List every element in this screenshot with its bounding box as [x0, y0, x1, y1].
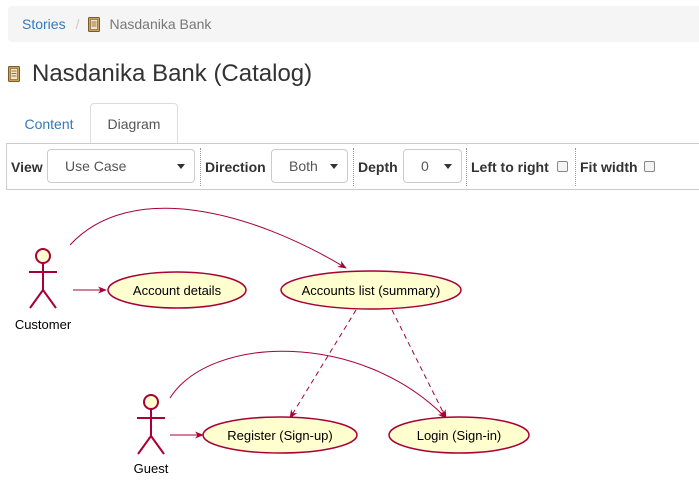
link-accounts-register: [289, 309, 357, 419]
tab-diagram[interactable]: Diagram: [90, 103, 178, 144]
depth-label: Depth: [358, 159, 398, 175]
breadcrumb-current-label: Nasdanika Bank: [109, 16, 212, 32]
actor-customer[interactable]: Customer: [15, 248, 72, 332]
tab-bar: Content Diagram: [8, 103, 699, 144]
depth-select-value: 0: [421, 158, 429, 174]
depth-select[interactable]: 0: [403, 149, 462, 183]
actor-icon: [137, 394, 165, 455]
diagram-links: [69, 207, 447, 439]
chevron-down-icon: [177, 164, 185, 169]
left-to-right-label: Left to right: [471, 159, 549, 175]
link-accounts-login: [391, 309, 447, 419]
breadcrumb-separator: /: [75, 16, 80, 32]
direction-select[interactable]: Both: [271, 149, 348, 183]
tab-content[interactable]: Content: [24, 115, 74, 132]
chevron-down-icon: [330, 164, 338, 169]
breadcrumb-stories-link[interactable]: Stories: [22, 16, 66, 32]
use-case-diagram: Customer Guest Account details Accounts …: [15, 207, 530, 476]
direction-label: Direction: [205, 159, 266, 175]
link-guest-login: [169, 350, 447, 419]
view-label: View: [11, 159, 43, 175]
toolbar-divider: [466, 148, 467, 186]
usecase-account-details[interactable]: Account details: [107, 271, 247, 309]
left-to-right-checkbox[interactable]: [557, 161, 568, 172]
usecase-label: Account details: [133, 283, 222, 298]
actor-guest-label: Guest: [134, 461, 169, 476]
view-select[interactable]: Use Case: [47, 149, 195, 183]
actor-icon: [29, 248, 57, 309]
usecase-login[interactable]: Login (Sign-in): [388, 416, 530, 454]
fit-width-checkbox[interactable]: [644, 161, 655, 172]
book-icon: [8, 66, 20, 82]
chevron-down-icon: [444, 164, 452, 169]
usecase-accounts-list[interactable]: Accounts list (summary): [280, 270, 462, 310]
toolbar-divider: [353, 148, 354, 186]
usecase-label: Login (Sign-in): [417, 428, 502, 443]
view-select-value: Use Case: [65, 158, 127, 174]
direction-select-value: Both: [289, 158, 318, 174]
fit-width-label: Fit width: [580, 159, 638, 175]
actor-customer-label: Customer: [15, 317, 72, 332]
page-title: Nasdanika Bank (Catalog): [32, 60, 313, 87]
usecase-label: Register (Sign-up): [227, 428, 333, 443]
breadcrumb: Stories / Nasdanika Bank: [8, 6, 699, 42]
book-icon: [88, 16, 101, 32]
actor-guest[interactable]: Guest: [134, 394, 169, 476]
usecase-register[interactable]: Register (Sign-up): [202, 416, 358, 454]
toolbar-divider: [200, 148, 201, 186]
breadcrumb-current: Nasdanika Bank: [88, 16, 211, 32]
usecase-label: Accounts list (summary): [302, 283, 441, 298]
toolbar-divider: [575, 148, 576, 186]
diagram-toolbar: View Use Case Direction Both Depth 0 Lef…: [6, 143, 699, 190]
page-title-row: Nasdanika Bank (Catalog): [8, 60, 312, 88]
link-customer-accounts-list: [69, 207, 347, 269]
